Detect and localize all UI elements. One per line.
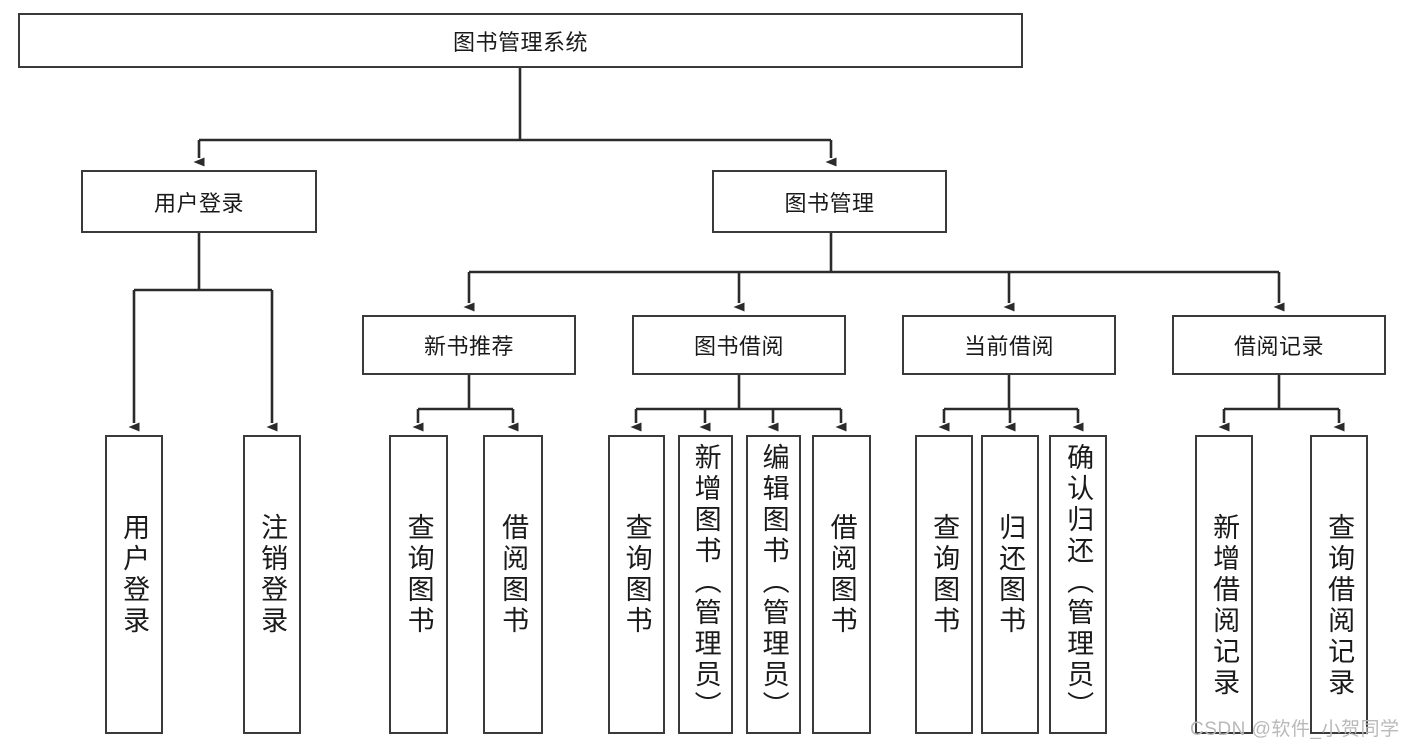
node-book-management-label: 图书管理	[784, 190, 875, 216]
leaf-confirm-return-admin-label: 确认归还（管理员）	[1063, 443, 1094, 722]
leaf-query-book-recommend[interactable]: 查询图书	[389, 435, 448, 734]
node-current-borrow[interactable]: 当前借阅	[902, 315, 1116, 375]
leaf-user-login[interactable]: 用户登录	[105, 435, 163, 734]
leaf-confirm-return-admin[interactable]: 确认归还（管理员）	[1049, 435, 1107, 734]
leaf-borrow-book-label: 借阅图书	[826, 513, 857, 637]
node-borrow-record[interactable]: 借阅记录	[1172, 315, 1386, 375]
node-borrow-record-label: 借阅记录	[1233, 334, 1324, 359]
csdn-watermark: CSDN @软件_小贺同学	[1190, 719, 1400, 740]
leaf-query-book-current-label: 查询图书	[929, 513, 960, 637]
node-root-label: 图书管理系统	[452, 29, 588, 55]
leaf-edit-book-admin-label: 编辑图书（管理员）	[758, 443, 789, 722]
leaf-query-book-borrow[interactable]: 查询图书	[608, 435, 665, 734]
node-book-borrow-label: 图书借阅	[693, 334, 784, 359]
leaf-add-borrow-record[interactable]: 新增借阅记录	[1195, 435, 1253, 734]
leaf-borrow-book-recommend[interactable]: 借阅图书	[483, 435, 543, 734]
leaf-add-book-admin[interactable]: 新增图书（管理员）	[678, 435, 733, 734]
node-current-borrow-label: 当前借阅	[963, 334, 1054, 359]
node-root[interactable]: 图书管理系统	[18, 13, 1023, 68]
leaf-borrow-book-recommend-label: 借阅图书	[498, 513, 529, 637]
leaf-user-login-label: 用户登录	[119, 513, 150, 637]
node-book-management[interactable]: 图书管理	[712, 170, 947, 233]
node-book-borrow[interactable]: 图书借阅	[632, 315, 846, 375]
leaf-logout[interactable]: 注销登录	[243, 435, 301, 734]
leaf-borrow-book[interactable]: 借阅图书	[812, 435, 871, 734]
leaf-return-book-label: 归还图书	[995, 513, 1026, 637]
leaf-add-book-admin-label: 新增图书（管理员）	[690, 443, 721, 722]
leaf-query-book-current[interactable]: 查询图书	[915, 435, 973, 734]
leaf-query-book-recommend-label: 查询图书	[403, 513, 434, 637]
leaf-query-book-borrow-label: 查询图书	[621, 513, 652, 637]
leaf-logout-label: 注销登录	[257, 513, 288, 637]
leaf-add-borrow-record-label: 新增借阅记录	[1209, 513, 1240, 699]
leaf-query-borrow-record-label: 查询借阅记录	[1324, 513, 1355, 699]
node-new-book-recommend-label: 新书推荐	[423, 334, 514, 359]
leaf-return-book[interactable]: 归还图书	[981, 435, 1039, 734]
leaf-edit-book-admin[interactable]: 编辑图书（管理员）	[746, 435, 801, 734]
node-user-login-label: 用户登录	[153, 190, 244, 216]
node-user-login[interactable]: 用户登录	[81, 170, 317, 233]
leaf-query-borrow-record[interactable]: 查询借阅记录	[1310, 435, 1368, 734]
node-new-book-recommend[interactable]: 新书推荐	[362, 315, 576, 375]
